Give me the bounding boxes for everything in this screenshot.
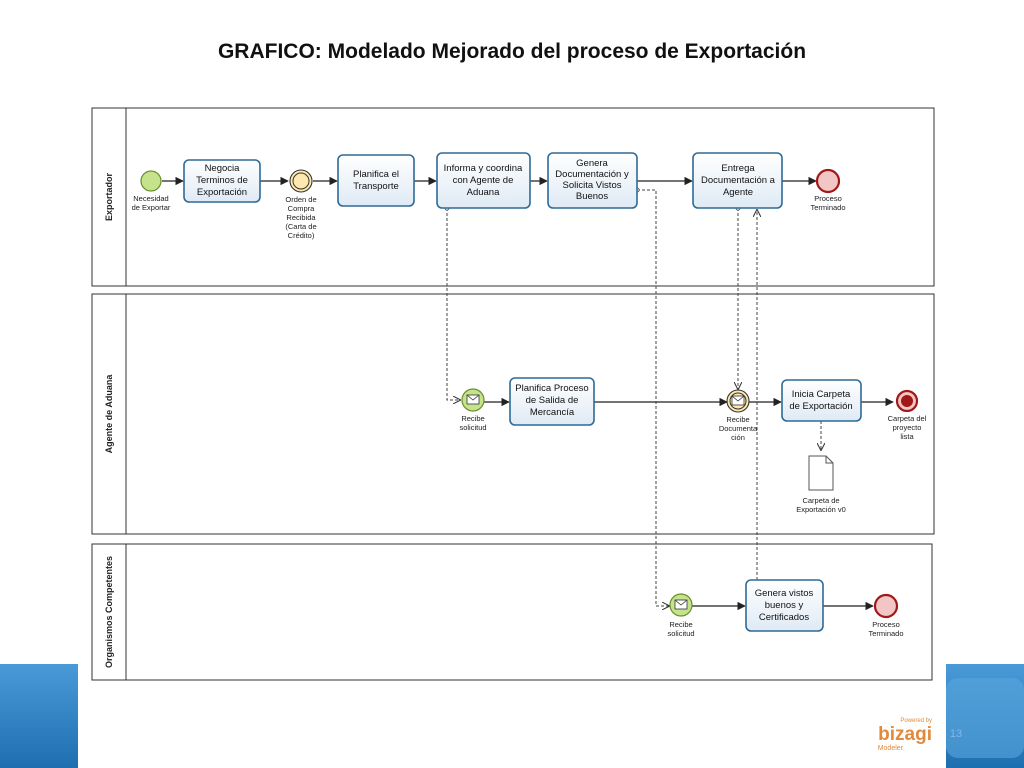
document-icon xyxy=(808,455,834,491)
slide-title: GRAFICO: Modelado Mejorado del proceso d… xyxy=(217,40,807,63)
svg-text:Genera: Genera xyxy=(576,158,608,169)
svg-text:Modeler: Modeler xyxy=(878,745,904,752)
task-genera-vistos-buenos: Genera vistos buenos y Certificados xyxy=(745,579,824,632)
svg-text:Orden de: Orden de xyxy=(285,195,316,204)
svg-text:de Exportación: de Exportación xyxy=(789,401,852,412)
svg-text:(Carta de: (Carta de xyxy=(285,222,316,231)
task-negocia-terminos: Negocia Terminos de Exportación xyxy=(183,159,261,203)
message-flow-genera-recibe xyxy=(637,190,669,606)
end-event-organismos: Proceso Terminado xyxy=(868,593,904,638)
start-event-necesidad: Necesidad de Exportar xyxy=(132,170,171,212)
svg-text:buenos y: buenos y xyxy=(765,600,804,611)
svg-text:Powered by: Powered by xyxy=(900,718,932,724)
task-planifica-transporte: Planifica el Transporte xyxy=(337,154,415,207)
start-event-label: Necesidad xyxy=(133,194,168,203)
svg-text:Recibe: Recibe xyxy=(669,620,692,629)
message-event-recibe-solicitud-organismos: Recibe solicitud xyxy=(667,593,695,638)
svg-text:Planifica el: Planifica el xyxy=(353,169,399,180)
svg-text:Solicita Vistos: Solicita Vistos xyxy=(563,180,622,191)
svg-text:Crédito): Crédito) xyxy=(288,231,315,240)
task-entrega-documentacion: Entrega Documentación a Agente xyxy=(692,152,783,209)
task-inicia-carpeta: Inicia Carpeta de Exportación xyxy=(781,379,862,422)
svg-text:Documentación y: Documentación y xyxy=(555,169,629,180)
svg-text:de Exportar: de Exportar xyxy=(132,203,171,212)
lane-label-exportador: Exportador xyxy=(104,173,114,222)
task-genera-documentacion: Genera Documentación y Solicita Vistos B… xyxy=(547,152,638,209)
task-planifica-salida: Planifica Proceso de Salida de Mercancía xyxy=(509,377,595,426)
svg-text:solicitud: solicitud xyxy=(667,629,694,638)
svg-text:con Agente de: con Agente de xyxy=(453,175,514,186)
lane-label-organismos: Organismos Competentes xyxy=(104,556,114,668)
svg-text:Negocia: Negocia xyxy=(205,163,241,174)
svg-text:Recibida: Recibida xyxy=(286,213,316,222)
intermediate-event-orden-compra: Orden de Compra Recibida (Carta de Crédi… xyxy=(285,169,317,240)
svg-text:lista: lista xyxy=(900,432,914,441)
svg-text:Aduana: Aduana xyxy=(467,187,500,198)
svg-text:Genera vistos: Genera vistos xyxy=(755,588,814,599)
task-informa-coordina: Informa y coordina con Agente de Aduana xyxy=(436,152,531,209)
bizagi-logo: Powered by bizagi Modeler xyxy=(878,718,932,752)
svg-text:Proceso: Proceso xyxy=(814,194,842,203)
message-flow-informa-recibe xyxy=(447,208,460,400)
svg-text:Terminado: Terminado xyxy=(810,203,845,212)
data-object-carpeta-exportacion: Carpeta de Exportación v0 xyxy=(796,455,846,514)
svg-text:Buenos: Buenos xyxy=(576,191,608,202)
end-event-exportador: Proceso Terminado xyxy=(810,168,846,212)
svg-text:Entrega: Entrega xyxy=(721,163,755,174)
svg-text:Certificados: Certificados xyxy=(759,612,809,623)
message-event-recibe-solicitud-agente: Recibe solicitud xyxy=(459,388,487,432)
svg-text:Carpeta del: Carpeta del xyxy=(888,414,927,423)
lane-label-agente-aduana: Agente de Aduana xyxy=(104,374,114,454)
svg-text:Inicia Carpeta: Inicia Carpeta xyxy=(792,389,851,400)
page-number: 13 xyxy=(950,728,962,740)
svg-text:Transporte: Transporte xyxy=(353,181,399,192)
svg-text:solicitud: solicitud xyxy=(459,423,486,432)
svg-text:de Salida de: de Salida de xyxy=(526,395,579,406)
svg-text:Exportación: Exportación xyxy=(197,187,247,198)
end-event-carpeta-lista: Carpeta del proyecto lista xyxy=(888,389,927,441)
svg-text:Carpeta de: Carpeta de xyxy=(802,496,839,505)
svg-text:Documentación a: Documentación a xyxy=(701,175,776,186)
svg-text:Planifica Proceso: Planifica Proceso xyxy=(515,383,588,394)
svg-text:Recibe: Recibe xyxy=(726,415,749,424)
svg-text:Compra: Compra xyxy=(288,204,316,213)
svg-text:ción: ción xyxy=(731,433,745,442)
svg-text:Terminado: Terminado xyxy=(868,629,903,638)
svg-text:Informa y coordina: Informa y coordina xyxy=(444,163,523,174)
svg-text:Mercancía: Mercancía xyxy=(530,407,575,418)
svg-text:Exportación v0: Exportación v0 xyxy=(796,505,846,514)
background-corner-shape xyxy=(946,678,1024,758)
message-event-recibe-documentacion: Recibe Documenta ción xyxy=(719,389,758,442)
svg-text:Documenta: Documenta xyxy=(719,424,758,433)
svg-text:bizagi: bizagi xyxy=(878,724,932,745)
svg-text:proyecto: proyecto xyxy=(893,423,922,432)
svg-text:Recibe: Recibe xyxy=(461,414,484,423)
svg-text:Terminos de: Terminos de xyxy=(196,175,248,186)
svg-text:Proceso: Proceso xyxy=(872,620,900,629)
svg-text:Agente: Agente xyxy=(723,187,753,198)
